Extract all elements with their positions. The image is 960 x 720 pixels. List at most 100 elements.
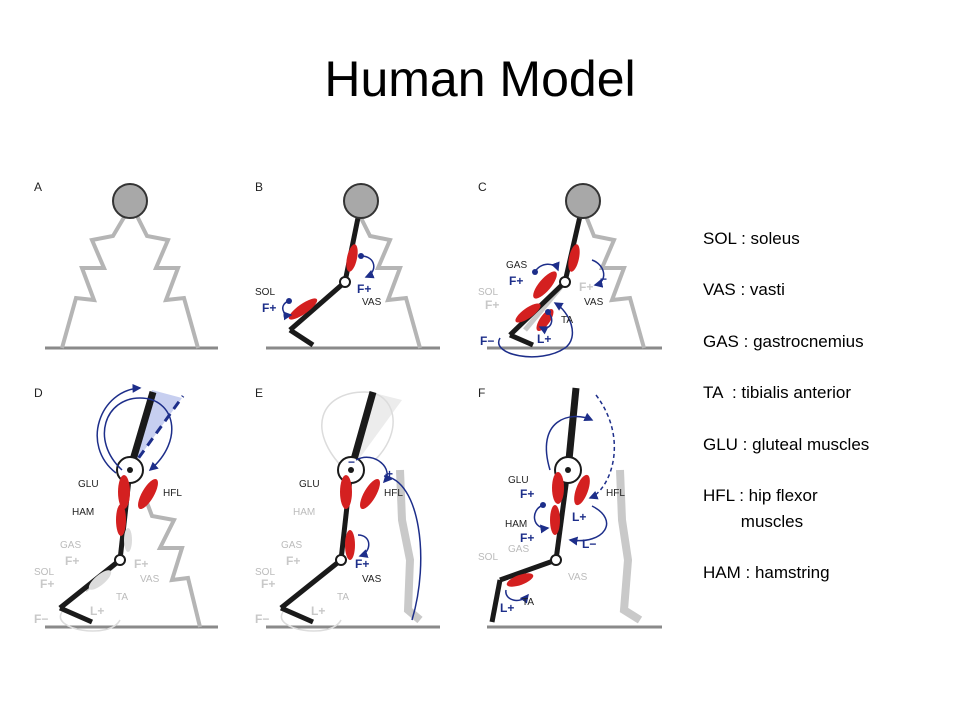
ta-reflex-loop-ghost (59, 611, 121, 632)
label-gas: GAS (508, 544, 529, 555)
label-glu: GLU (299, 479, 320, 490)
hfl-muscle (138, 478, 158, 510)
panel-letter-b: B (255, 180, 263, 194)
sol-muscle (515, 303, 541, 323)
label-sol-force: F+ (40, 577, 54, 591)
label-glu: GLU (78, 479, 99, 490)
label-minus: − (600, 272, 607, 286)
swing-leg-ghost (616, 469, 643, 624)
shank-segment (279, 558, 343, 610)
hfl-swing-loop (383, 475, 422, 621)
label-vas: VAS (568, 572, 588, 583)
label-f-minus: F− (255, 612, 269, 626)
ham-reflex-loop (533, 504, 550, 534)
vas-muscle-ghost (124, 528, 132, 552)
glu-reflex-loop (103, 397, 173, 471)
panel-letter-c: C (478, 180, 487, 194)
ham-muscle (116, 504, 126, 536)
label-plus: + (386, 467, 393, 481)
label-ham: HAM (293, 507, 315, 518)
label-minus: − (348, 455, 355, 469)
label-ta: TA (522, 597, 534, 608)
swing-leg-ghost (396, 469, 423, 624)
hip-center (565, 467, 571, 473)
legend-entry-vas: VAS : vasti (703, 280, 785, 300)
shank-segment (499, 557, 557, 583)
sol-ta-inhibition-loop (497, 302, 574, 358)
label-vas: VAS (362, 297, 382, 308)
legend-entry-glu: GLU : gluteal muscles (703, 434, 870, 454)
glu-reflex-loop (545, 412, 594, 471)
ta-reflex-loop-ghost (280, 611, 342, 632)
panel-b: B SOL F+ F+ VAS (255, 180, 440, 350)
panel-a: A (34, 180, 218, 350)
label-f-minus: F− (34, 612, 48, 626)
ta-muscle (506, 573, 534, 587)
foot-segment (58, 605, 94, 625)
label-sol-force: F+ (262, 301, 276, 315)
label-ham: HAM (505, 519, 527, 530)
hfl-muscle (574, 474, 590, 506)
vas-reflex-loop (357, 534, 370, 558)
vas-muscle (568, 244, 580, 272)
label-ta-length: L+ (90, 604, 104, 618)
hfl-reflex-loop (355, 456, 393, 484)
panel-c: C GAS F+ SOL F+ F+ VAS TA L+ F− − (478, 180, 662, 358)
glu-loop-ghost (321, 391, 394, 471)
label-gas-force: F+ (286, 554, 300, 568)
label-ta: TA (116, 592, 128, 603)
gas-reflex-loop (534, 261, 560, 273)
foot-segment (489, 579, 503, 623)
legend-entry-ham: HAM : hamstring (703, 563, 830, 583)
hfl-muscle (360, 478, 380, 510)
knee-joint (114, 554, 126, 566)
knee-joint (550, 554, 562, 566)
label-sol: SOL (255, 567, 275, 578)
stance-leg-ghost (584, 215, 646, 349)
panel-f: F GLU F+ HFL L+ HAM F+ GAS SOL VAS TA L+… (478, 386, 662, 629)
label-ta: TA (561, 315, 573, 326)
sol-muscle-ghost (88, 570, 112, 590)
hip-center (348, 467, 354, 473)
trunk-reference-line (128, 395, 185, 471)
legend-entry-gas: GAS : gastrocnemius (703, 331, 864, 351)
thigh-segment (553, 469, 571, 561)
sol-muscle (288, 298, 318, 320)
vas-sensor-dot (358, 253, 364, 259)
label-gas: GAS (506, 260, 527, 271)
label-hfl-length: L+ (572, 510, 586, 524)
label-hfl: HFL (163, 488, 182, 499)
vas-inhibition-loop (591, 259, 605, 288)
label-ta-length: L+ (537, 332, 551, 346)
knee-joint (339, 276, 351, 288)
panel-letter-a: A (34, 180, 42, 194)
stance-leg-ghost (358, 215, 422, 349)
stance-leg-ghost (144, 499, 202, 628)
label-sol-force: F+ (485, 298, 499, 312)
ham-sensor-dot (540, 502, 546, 508)
legend-entry-hfl: HFL : hip flexor muscles (703, 485, 818, 531)
label-sol: SOL (255, 287, 275, 298)
label-vas: VAS (362, 574, 382, 585)
legend-entry-sol: SOL : soleus (703, 229, 800, 248)
label-ta-length: L+ (500, 601, 514, 615)
ta-reflex-loop (505, 589, 529, 604)
label-sol: SOL (478, 552, 498, 563)
panel-letter-d: D (34, 386, 43, 400)
vas-muscle (345, 530, 355, 560)
label-glu: GLU (508, 475, 529, 486)
label-vas-force: F+ (134, 557, 148, 571)
label-sol: SOL (34, 567, 54, 578)
foot-segment (288, 327, 315, 348)
shank-segment (288, 280, 347, 332)
abbreviation-legend: SOL : soleus VAS : vasti GAS : gastrocne… (703, 226, 943, 586)
label-gas: GAS (60, 540, 81, 551)
gas-sensor-dot (532, 269, 538, 275)
label-gas-force: F+ (65, 554, 79, 568)
label-l-minus: L− (582, 537, 596, 551)
hfl-length-loop (568, 505, 608, 546)
label-vas: VAS (584, 297, 604, 308)
panel-letter-e: E (255, 386, 263, 400)
panel-d: D GLU HFL HAM GAS F+ SOL F+ F+ VAS TA L+… (34, 383, 218, 632)
